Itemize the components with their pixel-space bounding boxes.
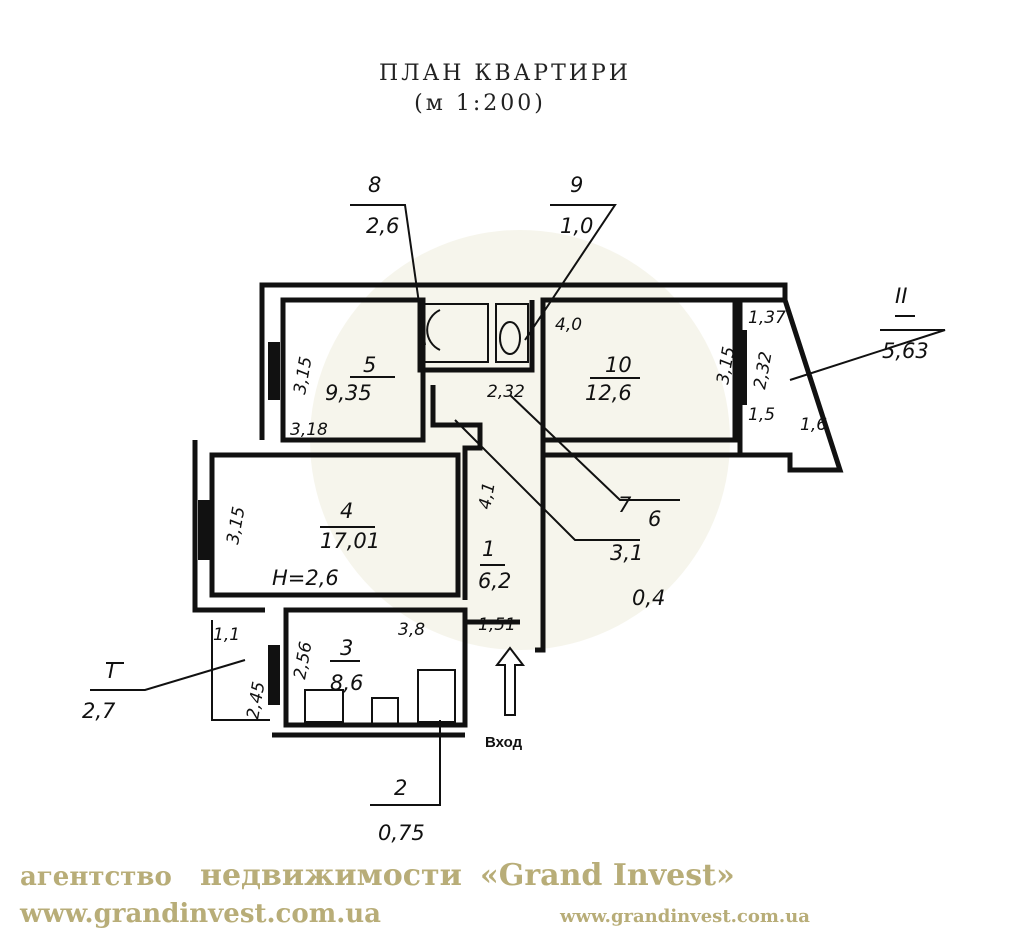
dim-r3-height: 2,56: [290, 640, 316, 681]
watermark-url-small: www.grandinvest.com.ua: [559, 906, 810, 927]
balcony-II-number: II: [895, 284, 907, 308]
room-8-area: 2,6: [366, 214, 399, 238]
room-5-number: 5: [363, 353, 376, 377]
plan-scale: (м 1:200): [414, 91, 546, 116]
dim-r10-width: 4,0: [555, 315, 582, 335]
watermark: агентство недвижимости «Grand Invest» ww…: [19, 858, 810, 929]
room-4-number: 4: [340, 499, 353, 523]
room-2-number: 2: [394, 776, 407, 800]
dim-r1-width: 1,51: [478, 615, 516, 635]
room-4-area: 17,01: [320, 529, 380, 553]
dim-r3-width: 3,8: [398, 620, 425, 640]
room-6-area: 0,4: [632, 586, 665, 610]
leader-lines: [90, 204, 946, 806]
room-10-area: 12,6: [585, 381, 632, 405]
walls: [192, 282, 844, 738]
plan-title: ПЛАН КВАРТИРИ: [379, 61, 631, 86]
room-9-number: 9: [570, 173, 583, 197]
balcony-II-area: 5,63: [882, 339, 929, 363]
watermark-lion-logo: [310, 230, 730, 650]
loggia-I-area: 2,7: [82, 699, 116, 723]
dim-r5-height: 3,15: [290, 355, 316, 396]
loggia-I-number: I: [108, 659, 114, 683]
ceiling-height: Н=2,6: [272, 566, 339, 590]
room-8-number: 8: [368, 173, 381, 197]
room-2-area: 0,75: [378, 821, 425, 845]
entrance-arrow-icon: [494, 646, 526, 716]
room-3-area: 8,6: [330, 671, 363, 695]
dim-r4-height: 3,15: [223, 505, 249, 546]
watermark-line3: «Grand Invest»: [480, 858, 735, 893]
dim-r5-width: 3,18: [290, 420, 328, 440]
dim-balcony-a: 1,37: [748, 308, 786, 328]
room-7-number: 7: [618, 493, 632, 517]
watermark-line2: недвижимости: [200, 858, 462, 893]
dim-balcony-d: 1,6: [800, 415, 827, 435]
room-6-number: 6: [648, 507, 661, 531]
dim-balcony-c: 1,5: [748, 405, 775, 425]
dim-loggia-height: 2,45: [243, 680, 269, 721]
dim-balcony-b: 2,32: [750, 350, 776, 391]
window: [198, 500, 210, 560]
room-9-area: 1,0: [560, 214, 593, 238]
window: [268, 342, 280, 400]
room-3-number: 3: [340, 636, 353, 660]
window: [268, 645, 280, 705]
dimension-labels: 3,15 3,18 3,15 4,1 2,32 4,0 3,15 3,8 2,5…: [213, 308, 827, 721]
dim-hall-width: 2,32: [487, 382, 525, 402]
room-10-number: 10: [605, 353, 632, 377]
room-labels: 8 2,6 9 1,0 5 9,35 10 12,6 4 17,01 Н=2,6…: [82, 173, 929, 845]
room-5-area: 9,35: [325, 381, 372, 405]
dim-corridor-length: 4,1: [475, 481, 499, 511]
watermark-url-large: www.grandinvest.com.ua: [19, 899, 381, 929]
watermark-line1: агентство: [20, 862, 172, 892]
room-1-area: 6,2: [478, 569, 511, 593]
entrance-label: Вход: [485, 734, 523, 751]
room-1-number: 1: [482, 537, 495, 561]
dim-loggia-width: 1,1: [213, 625, 240, 645]
window: [737, 330, 747, 405]
room-7-area: 3,1: [610, 541, 643, 565]
